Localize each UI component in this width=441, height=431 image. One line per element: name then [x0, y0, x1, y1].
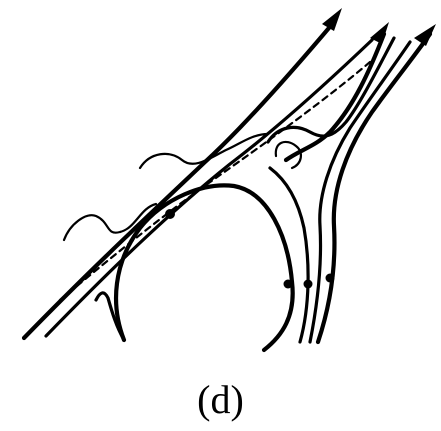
upper-right-line — [286, 34, 384, 160]
direction-dot-left — [165, 209, 175, 219]
arrowhead-top-left — [322, 8, 342, 31]
direction-dot-right-3 — [326, 274, 335, 283]
arch-left-foot — [96, 293, 124, 340]
direction-dot-right-1 — [284, 280, 293, 289]
direction-dot-right-2 — [304, 280, 313, 289]
arrowhead-top-right — [414, 24, 436, 46]
closed-arch-loop — [116, 185, 293, 350]
far-right-line — [318, 34, 430, 342]
figure-caption: (d) — [0, 378, 441, 422]
dashed-line — [60, 62, 370, 300]
